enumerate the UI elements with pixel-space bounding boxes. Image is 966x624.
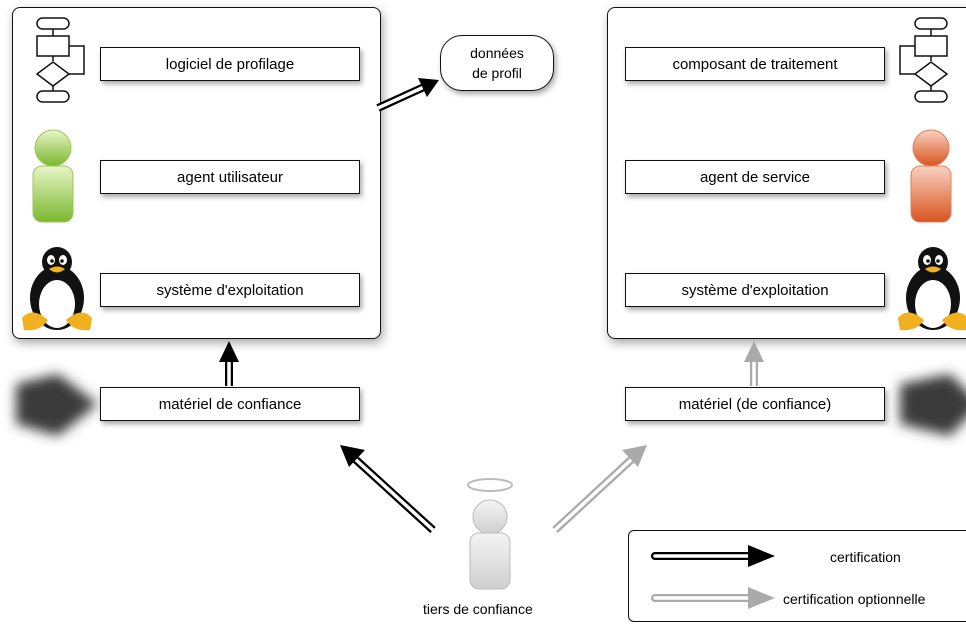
- legend-certification-arrow: [651, 545, 775, 567]
- server-hardware-box: matériel (de confiance): [625, 387, 885, 421]
- profile-data-bubble: données de profil: [440, 35, 554, 91]
- profile-data-line-2: de profil: [472, 65, 522, 81]
- profile-data-line-1: données: [470, 45, 524, 61]
- trusted-third-party-label: tiers de confiance: [423, 601, 533, 617]
- legend-optional-certification-arrow: [651, 587, 775, 609]
- legend-certification-label: certification: [830, 549, 901, 565]
- flowchart-icon: [35, 17, 85, 103]
- legend-optional-certification-label: certification optionnelle: [783, 591, 926, 607]
- server-os-box: système d'exploitation: [625, 273, 885, 307]
- user-red-icon: [910, 129, 952, 223]
- user-green-icon: [32, 129, 74, 223]
- trusted-hardware-box: matériel de confiance: [100, 387, 360, 421]
- optional-certification-arrow: [552, 445, 647, 533]
- legend: [628, 530, 966, 622]
- profiling-software-box: logiciel de profilage: [100, 47, 360, 81]
- server-hardware-to-os-arrow: [744, 341, 764, 386]
- tux-penguin-icon: [898, 247, 966, 331]
- processing-component-box: composant de traitement: [625, 47, 885, 81]
- tux-penguin-icon: [22, 247, 92, 331]
- profile-data-arrow: [376, 78, 439, 112]
- hardware-shadow-icon: [900, 374, 966, 436]
- hardware-shadow-icon: [16, 374, 98, 436]
- user-agent-box: agent utilisateur: [100, 160, 360, 194]
- service-agent-box: agent de service: [625, 160, 885, 194]
- angel-user-icon: [467, 478, 513, 590]
- certification-arrow: [340, 445, 436, 533]
- flowchart-icon: [899, 17, 949, 103]
- hardware-to-os-arrow: [219, 341, 239, 386]
- client-os-box: système d'exploitation: [100, 273, 360, 307]
